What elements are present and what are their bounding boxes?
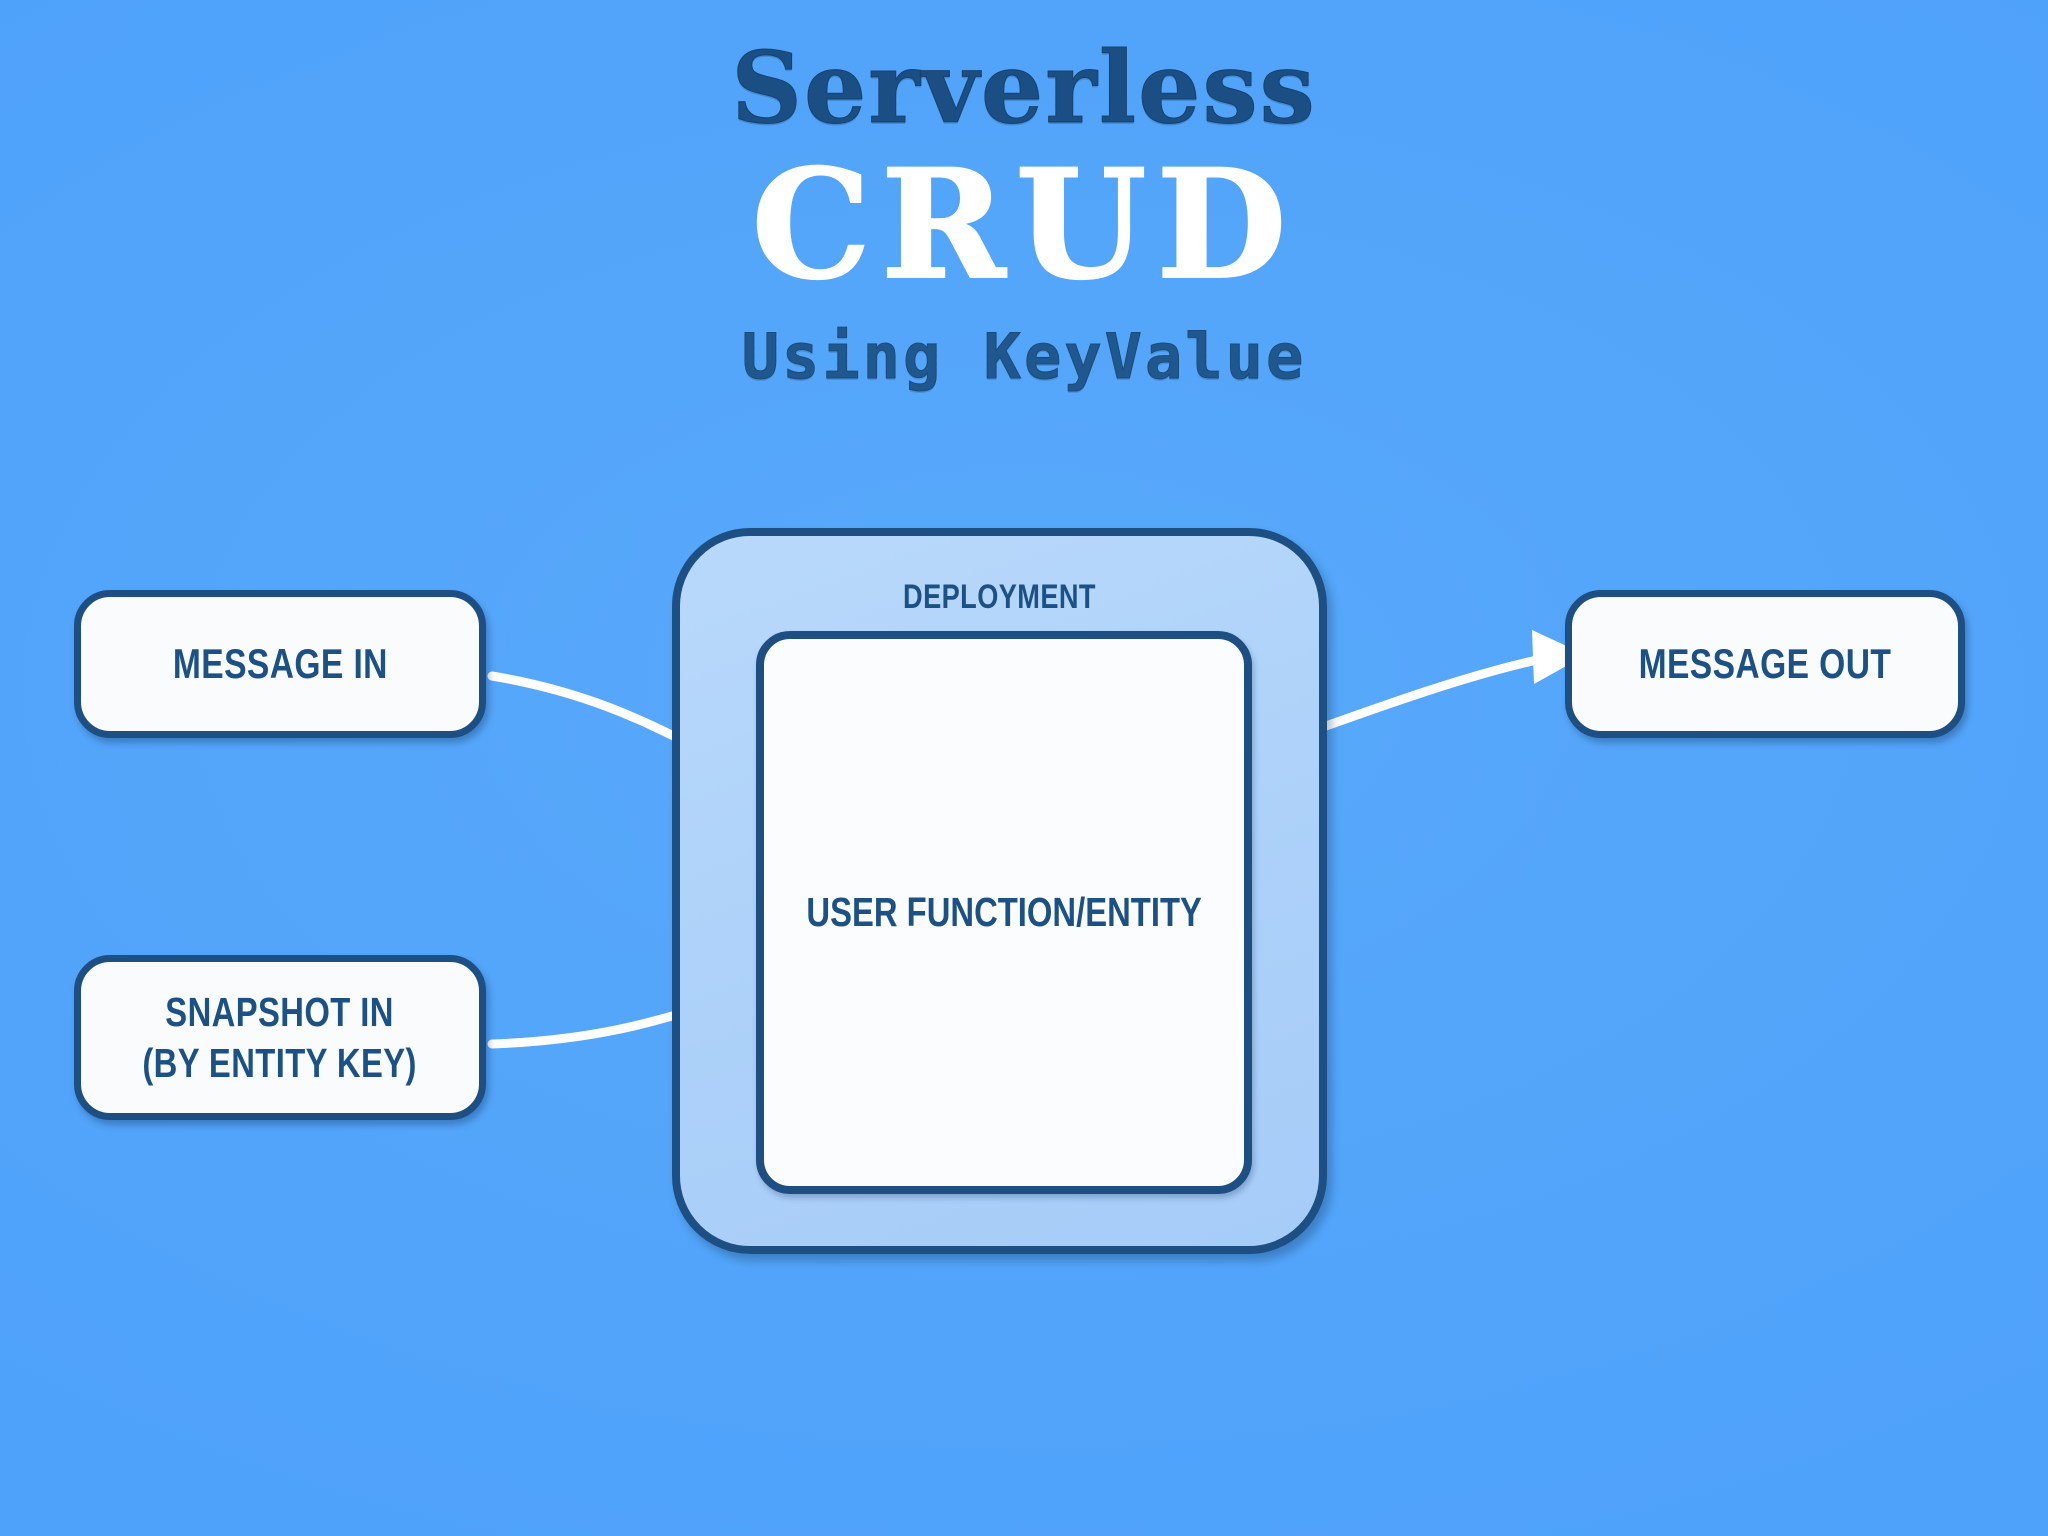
snapshot-in-box[interactable]: SNAPSHOT IN (BY ENTITY KEY): [74, 955, 486, 1120]
snapshot-in-label-group: SNAPSHOT IN (BY ENTITY KEY): [108, 987, 451, 1087]
message-in-label: MESSAGE IN: [172, 640, 388, 688]
title-subtitle: Using KeyValue: [741, 320, 1307, 393]
title-line-3: Using KeyValue: [0, 300, 2048, 388]
deployment-label: DEPLOYMENT: [903, 578, 1096, 616]
message-in-box[interactable]: MESSAGE IN: [74, 590, 486, 738]
message-out-box[interactable]: MESSAGE OUT: [1565, 590, 1965, 738]
message-out-label: MESSAGE OUT: [1638, 640, 1892, 688]
title-crud: CRUD: [751, 137, 1297, 313]
user-function-box[interactable]: USER FUNCTION/ENTITY: [756, 631, 1252, 1194]
title-block: Serverless CRUD Using KeyValue: [0, 31, 2048, 388]
title-line-1: Serverless: [0, 31, 2048, 146]
deployment-container[interactable]: DEPLOYMENT USER FUNCTION/ENTITY: [672, 528, 1327, 1254]
title-serverless: Serverless: [731, 31, 1317, 146]
user-function-label: USER FUNCTION/ENTITY: [806, 889, 1202, 935]
title-line-2: CRUD: [0, 137, 2048, 313]
snapshot-in-label-line1: SNAPSHOT IN: [165, 989, 395, 1036]
snapshot-in-label-line2: (BY ENTITY KEY): [142, 1039, 418, 1086]
